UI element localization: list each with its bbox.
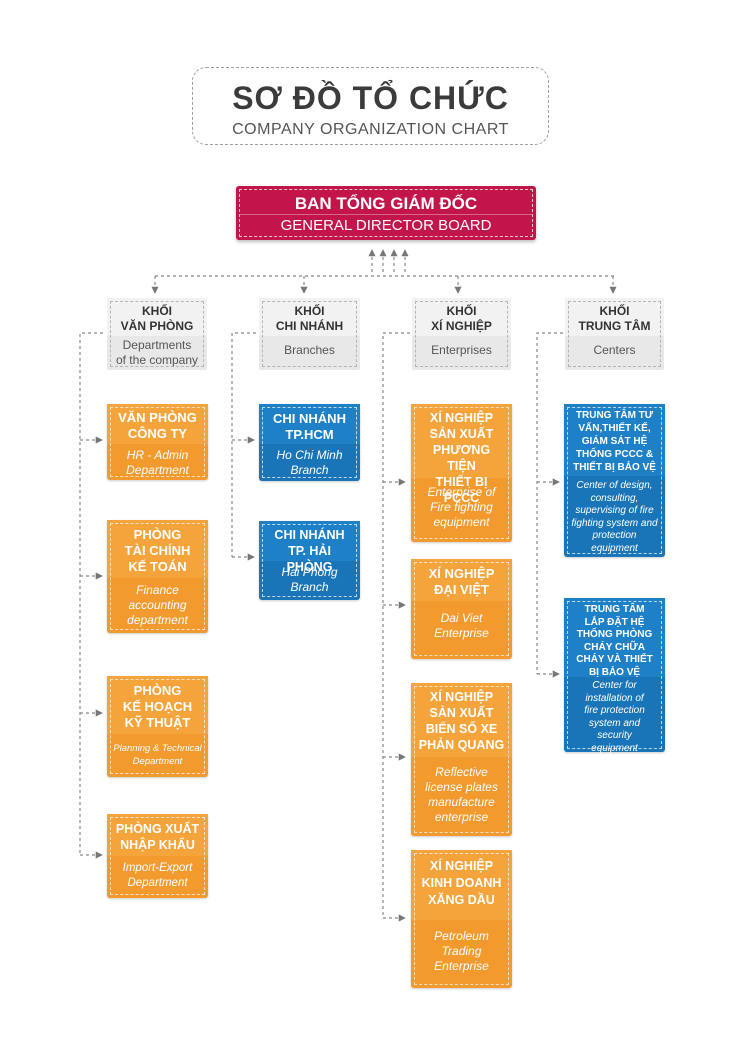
board-label-vietnamese: BAN TỔNG GIÁM ĐỐC: [294, 194, 478, 213]
unit-label-vietnamese: XÍ NGHIỆP SẢN XUẤT PHƯƠNG TIỆN THIẾT BỊ …: [429, 411, 494, 505]
unit-label-vietnamese: VĂN PHÒNG CÔNG TY: [118, 410, 197, 441]
division-label-english: Branches: [284, 343, 335, 357]
division-label-vietnamese: KHỐI XÍ NGHIỆP: [431, 304, 492, 333]
unit-label-english: Import-Export Department: [122, 862, 193, 889]
office-planning-technical: PHÒNG KẾ HOẠCH KỸ THUẬT Planning & Techn…: [107, 676, 208, 777]
unit-label-english: Enterprise of Fire fighting equipment: [427, 485, 496, 529]
unit-label-vietnamese: TRUNG TÂM TƯ VẤN,THIẾT KẾ, GIÁM SÁT HỆ T…: [573, 410, 656, 473]
unit-label-english: Planning & Technical Department: [113, 743, 202, 767]
unit-label-vietnamese: PHÒNG KẾ HOẠCH KỸ THUẬT: [122, 683, 193, 730]
unit-label-vietnamese: CHI NHÁNH TP. HẢI PHÒNG: [274, 528, 345, 574]
office-hr-admin: VĂN PHÒNG CÔNG TY HR - Admin Department: [107, 404, 208, 480]
division-offices: KHỐI VĂN PHÒNG Departments of the compan…: [107, 298, 207, 370]
center-installation: TRUNG TÂM LẮP ĐẶT HỆ THỐNG PHÒNG CHÁY CH…: [564, 598, 665, 754]
unit-label-vietnamese: PHÒNG TÀI CHÍNH KẾ TOÁN: [124, 527, 191, 574]
unit-label-english: HR - Admin Department: [126, 448, 189, 477]
division-centers: KHỐI TRUNG TÂM Centers: [565, 298, 664, 370]
division-enterprises: KHỐI XÍ NGHIỆP Enterprises: [412, 298, 511, 370]
division-label-english: Centers: [593, 343, 636, 357]
division-label-vietnamese: KHỐI CHI NHÁNH: [275, 304, 344, 333]
unit-label-vietnamese: XÍ NGHIỆP KINH DOANH XĂNG DẦU: [421, 859, 502, 907]
office-finance-accounting: PHÒNG TÀI CHÍNH KẾ TOÁN Finance accounti…: [107, 520, 208, 633]
unit-label-vietnamese: PHÒNG XUẤT NHẬP KHẨU: [115, 822, 200, 852]
division-label-english: Departments of the company: [115, 338, 199, 367]
division-label-english: Enterprises: [431, 343, 492, 357]
unit-label-english: Finance accounting department: [127, 583, 188, 627]
branch-ho-chi-minh: CHI NHÁNH TP.HCM Ho Chi Minh Branch: [259, 404, 360, 481]
unit-label-english: Hai Phong Branch: [281, 565, 338, 594]
board-label-english: GENERAL DIRECTOR BOARD: [280, 217, 492, 234]
unit-label-english: Ho Chi Minh Branch: [276, 448, 343, 477]
enterprise-fire-fighting-equipment: XÍ NGHIỆP SẢN XUẤT PHƯƠNG TIỆN THIẾT BỊ …: [411, 404, 512, 542]
chart-title-vietnamese: SƠ ĐỒ TỔ CHỨC: [232, 80, 509, 116]
enterprise-dai-viet: XÍ NGHIỆP ĐẠI VIỆT Dai Viet Enterprise: [411, 559, 512, 659]
enterprise-reflective-plates: XÍ NGHIỆP SẢN XUẤT BIỂN SỐ XE PHẢN QUANG…: [411, 683, 512, 836]
unit-label-english: Center for installation of fire protecti…: [584, 680, 645, 754]
branch-hai-phong: CHI NHÁNH TP. HẢI PHÒNG Hai Phong Branch: [259, 521, 360, 600]
unit-label-vietnamese: TRUNG TÂM LẮP ĐẶT HỆ THỐNG PHÒNG CHÁY CH…: [576, 604, 653, 678]
division-label-vietnamese: KHỐI TRUNG TÂM: [578, 304, 651, 333]
chart-title-english: COMPANY ORGANIZATION CHART: [232, 121, 509, 138]
center-design-consulting: TRUNG TÂM TƯ VẤN,THIẾT KẾ, GIÁM SÁT HỆ T…: [564, 404, 665, 557]
enterprise-petroleum-trading: XÍ NGHIỆP KINH DOANH XĂNG DẦU Petroleum …: [411, 850, 512, 988]
unit-label-english: Dai Viet Enterprise: [434, 611, 489, 640]
unit-label-vietnamese: XÍ NGHIỆP SẢN XUẤT BIỂN SỐ XE PHẢN QUANG: [418, 690, 505, 752]
general-director-board-box: BAN TỔNG GIÁM ĐỐC GENERAL DIRECTOR BOARD: [236, 186, 536, 240]
office-import-export: PHÒNG XUẤT NHẬP KHẨU Import-Export Depar…: [107, 814, 208, 898]
unit-label-english: Center of design, consulting, supervisin…: [571, 480, 658, 554]
unit-label-vietnamese: XÍ NGHIỆP ĐẠI VIỆT: [428, 566, 495, 597]
division-label-vietnamese: KHỐI VĂN PHÒNG: [120, 304, 194, 333]
division-branches: KHỐI CHI NHÁNH Branches: [259, 298, 360, 370]
unit-label-english: Reflective license plates manufacture en…: [425, 765, 498, 824]
unit-label-english: Petroleum Trading Enterprise: [434, 929, 489, 973]
chart-title-box: SƠ ĐỒ TỔ CHỨC COMPANY ORGANIZATION CHART: [192, 67, 549, 145]
unit-label-vietnamese: CHI NHÁNH TP.HCM: [273, 411, 346, 442]
